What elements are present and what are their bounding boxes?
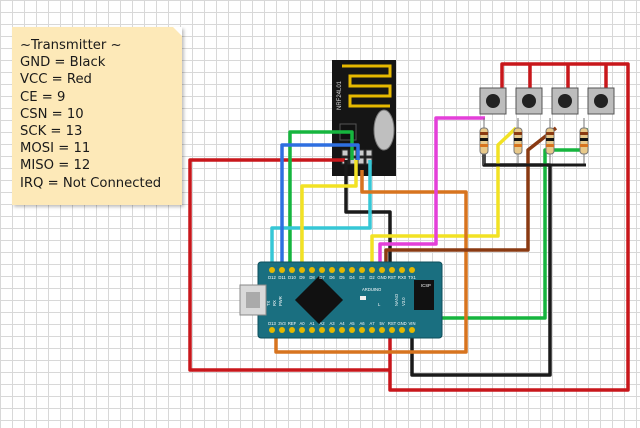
arduino-nano: D12 D11 D10 D9 D8 D7 D6 D5 D4 D3 D2 GND … bbox=[239, 261, 443, 339]
icsp-header bbox=[414, 280, 434, 310]
pin-label: D12 bbox=[268, 275, 276, 280]
push-buttons bbox=[479, 87, 615, 115]
board-label-icsp: ICSP bbox=[421, 283, 431, 288]
wire-cyan-miso bbox=[270, 160, 372, 268]
note-text: ~Transmitter ~ GND = Black VCC = Red CE … bbox=[20, 37, 161, 192]
pin-label: A2 bbox=[319, 321, 325, 326]
pin-label: GND bbox=[377, 275, 386, 280]
resistor-1 bbox=[479, 118, 489, 165]
pin-label: D4 bbox=[349, 275, 355, 280]
push-button-2 bbox=[515, 87, 543, 115]
pin-label: A4 bbox=[339, 321, 345, 326]
note-line-vcc: VCC = Red bbox=[20, 72, 92, 88]
pin-label: GND bbox=[397, 321, 406, 326]
pin-label: A7 bbox=[369, 321, 375, 326]
arduino-bottom-pin-row bbox=[269, 327, 415, 333]
reset-button bbox=[360, 296, 366, 300]
wire-red-vcc bbox=[188, 158, 390, 372]
wire-brown-button bbox=[384, 126, 558, 268]
pin-label: 5V bbox=[379, 321, 384, 326]
pin-label: D5 bbox=[339, 275, 345, 280]
wire-magenta-button bbox=[378, 116, 485, 268]
note-line-miso: MISO = 12 bbox=[20, 158, 91, 174]
wire-blue-sck bbox=[280, 143, 360, 268]
sticky-note: ~Transmitter ~ GND = Black VCC = Red CE … bbox=[12, 27, 182, 205]
pin-label: VIN bbox=[409, 321, 416, 326]
usb-port bbox=[246, 292, 260, 308]
note-line-gnd: GND = Black bbox=[20, 55, 106, 71]
wire-orange-csn bbox=[274, 170, 468, 354]
wire-red-buttons bbox=[388, 62, 630, 392]
push-button-1 bbox=[479, 87, 507, 115]
arduino-board-labels: ARDUINO NANO V3.0 ICSP TX RX PWR L bbox=[266, 283, 431, 307]
arduino-top-pin-row bbox=[269, 267, 415, 273]
pin-label: 3V3 bbox=[278, 321, 286, 326]
resistors bbox=[479, 118, 589, 167]
board-label-l: L bbox=[378, 302, 381, 307]
board-label-rx: RX bbox=[272, 300, 277, 306]
pin-label: A0 bbox=[299, 321, 305, 326]
radio-antenna-trace bbox=[342, 64, 392, 108]
pin-label: RST bbox=[388, 321, 397, 326]
pin-label: D2 bbox=[369, 275, 375, 280]
arduino-top-pin-labels: D12 D11 D10 D9 D8 D7 D6 D5 D4 D3 D2 GND … bbox=[268, 275, 416, 280]
note-line-csn: CSN = 10 bbox=[20, 106, 84, 122]
pin-label: A6 bbox=[359, 321, 365, 326]
pin-label: D8 bbox=[309, 275, 315, 280]
pin-label: D13 bbox=[268, 321, 276, 326]
radio-crystal bbox=[373, 109, 395, 151]
pin-label: RST bbox=[388, 275, 397, 280]
resistor-2 bbox=[513, 118, 523, 165]
wire-yellow-button bbox=[370, 126, 518, 268]
push-button-4 bbox=[587, 87, 615, 115]
pin-label: TX1 bbox=[408, 275, 416, 280]
pin-label: A3 bbox=[329, 321, 335, 326]
pin-label: D11 bbox=[278, 275, 286, 280]
note-line-sck: SCK = 13 bbox=[20, 124, 83, 140]
note-line-mosi: MOSI = 11 bbox=[20, 141, 91, 157]
pin-label: D3 bbox=[359, 275, 365, 280]
pin-label: D10 bbox=[288, 275, 296, 280]
wire-yellow-ce bbox=[300, 160, 358, 268]
arduino-bottom-pin-labels: D13 3V3 REF A0 A1 A2 A3 A4 A5 A6 A7 5V R… bbox=[268, 321, 415, 326]
board-label-arduino: ARDUINO bbox=[362, 287, 382, 292]
board-label-pwr: PWR bbox=[278, 296, 283, 306]
pin-label: A1 bbox=[309, 321, 315, 326]
note-fold bbox=[173, 27, 182, 36]
note-line-ce: CE = 9 bbox=[20, 89, 66, 105]
pin-label: D6 bbox=[329, 275, 335, 280]
board-label-version: V3.0 bbox=[401, 297, 406, 306]
mcu-chip bbox=[294, 275, 344, 325]
pin-label: REF bbox=[288, 321, 297, 326]
resistor-3 bbox=[545, 118, 555, 165]
board-label-tx: TX bbox=[266, 300, 271, 306]
wire-black-gnd bbox=[344, 160, 392, 272]
note-line-irq: IRQ = Not Connected bbox=[20, 175, 162, 191]
pin-label: D7 bbox=[319, 275, 325, 280]
board-label-nano: NANO bbox=[394, 293, 399, 306]
push-button-3 bbox=[551, 87, 579, 115]
note-line-title: ~Transmitter ~ bbox=[20, 38, 122, 53]
radio-label: NRF24L01 bbox=[337, 80, 343, 110]
resistor-4 bbox=[579, 118, 589, 165]
pin-label: RX0 bbox=[398, 275, 407, 280]
pin-label: A5 bbox=[349, 321, 355, 326]
pin-label: D9 bbox=[299, 275, 305, 280]
